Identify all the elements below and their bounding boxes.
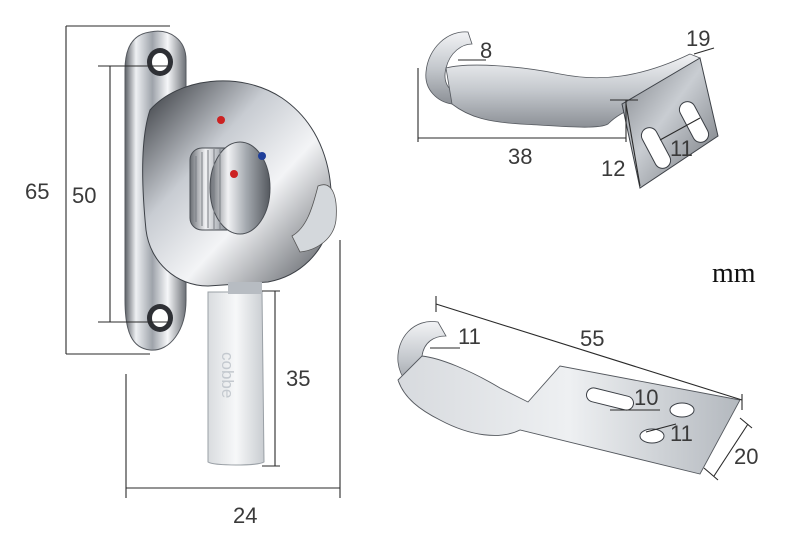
latch-dimensions: 65 50 35 24: [25, 25, 341, 528]
dim-latch-width: 24: [233, 503, 257, 528]
dim-latch-handle-length: 35: [286, 366, 310, 391]
brand-logo: cobbe: [218, 352, 237, 398]
lower-strike-slot-long: [586, 387, 634, 411]
lower-strike-arm: [397, 355, 741, 475]
dim-lower-plate-width: 20: [734, 444, 758, 469]
dim-upper-plate-width: 19: [686, 26, 710, 51]
lower-strike-plate: [397, 321, 741, 475]
dim-upper-length: 38: [508, 144, 532, 169]
lower-strike-hole-2: [639, 428, 665, 444]
upper-strike-dimensions: 8 19 38 12 11: [417, 26, 715, 187]
sash-latch: cobbe: [124, 30, 337, 466]
dim-upper-plate-height: 12: [601, 156, 625, 181]
dim-latch-hole-spacing: 50: [72, 183, 96, 208]
lower-strike-hole-1: [669, 402, 695, 418]
latch-top-hole: [147, 48, 173, 76]
dim-upper-hook: 8: [480, 38, 492, 63]
dim-lower-slot-length: 10: [634, 385, 658, 410]
dim-upper-slot: 11: [670, 136, 693, 161]
unit-label: mm: [712, 258, 756, 289]
unlock-indicator-red-dot-knob: [230, 170, 238, 178]
latch-bottom-hole: [147, 304, 173, 332]
latch-handle[interactable]: [207, 291, 265, 466]
lower-strike-dimensions: 11 55 10 11 20: [430, 296, 758, 481]
upper-strike-mount-plate: [621, 57, 719, 189]
latch-cam: [291, 184, 337, 253]
unlock-indicator-red-dot: [217, 116, 225, 124]
dim-lower-slot: 11: [670, 421, 693, 446]
dim-latch-height: 65: [25, 179, 49, 204]
lock-indicator-blue-dot: [258, 152, 266, 160]
dim-lower-length: 55: [580, 326, 604, 351]
latch-knob[interactable]: [189, 141, 271, 235]
upper-strike-slot-1: [640, 127, 672, 169]
dim-lower-hook: 11: [458, 324, 481, 349]
upper-strike-plate: [425, 31, 719, 189]
